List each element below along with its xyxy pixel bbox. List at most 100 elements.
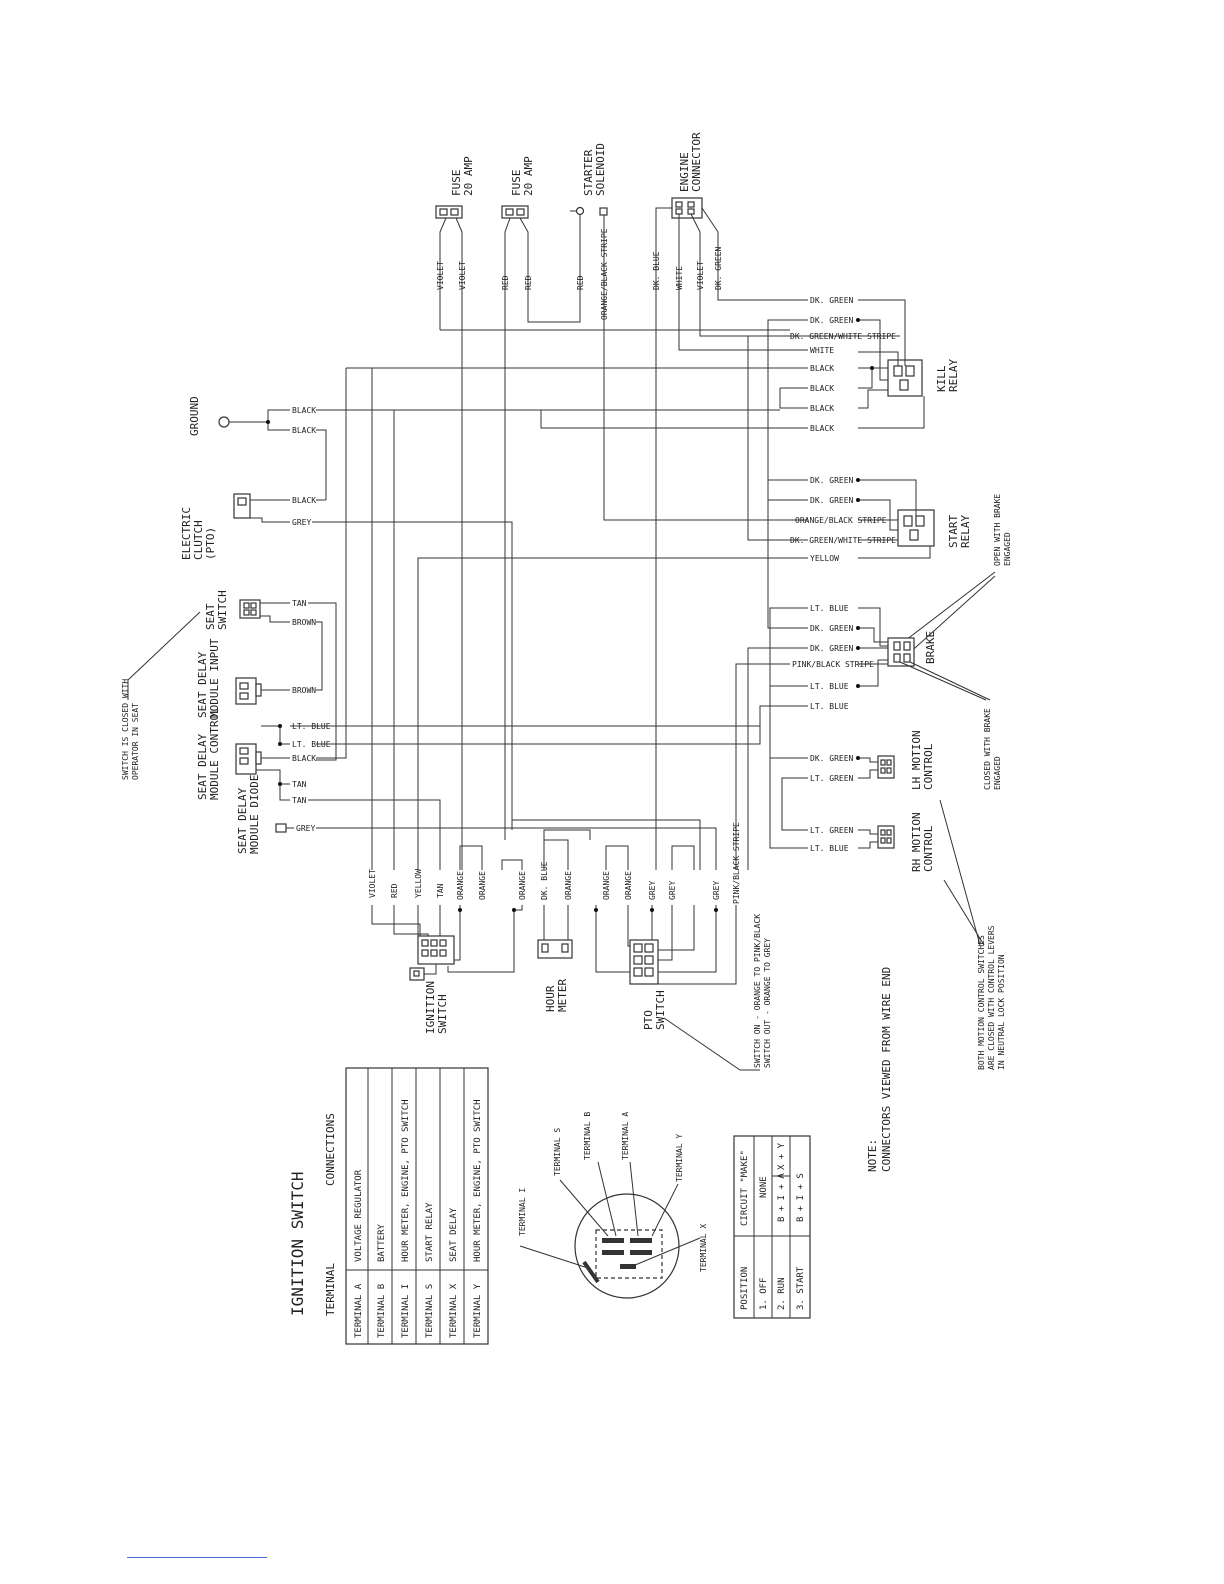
pto-switch-label-2: SWITCH — [654, 990, 667, 1030]
svg-text:FUSE: FUSE — [510, 170, 523, 197]
terminal-label-x: TERMINAL X — [699, 1224, 708, 1272]
svg-text:STARTER: STARTER — [582, 149, 595, 196]
start-relay-group: START RELAY DK. GREEN DK. GREEN ORANGE/B… — [417, 319, 1012, 870]
svg-text:WHITE: WHITE — [675, 266, 684, 290]
wire-kill-7: BLACK — [810, 424, 834, 433]
svg-text:X + Y: X + Y — [777, 1142, 787, 1170]
svg-text:RELAY: RELAY — [947, 359, 960, 392]
seat-switch-group: SEAT SWITCH TAN BROWN SWITCH IS CLOSED W… — [121, 590, 337, 780]
svg-text:LT. GREEN: LT. GREEN — [810, 774, 854, 783]
seat-delay-diode-label-1: SEAT DELAY — [236, 787, 249, 854]
svg-text:SEAT DELAY: SEAT DELAY — [449, 1207, 459, 1262]
svg-text:ENGINE: ENGINE — [678, 152, 691, 192]
seat-switch-note-2: OPERATOR IN SEAT — [131, 703, 140, 780]
seat-delay-control-group: SEAT DELAY MODULE CONTROL LT. BLUE LT. B… — [196, 368, 761, 870]
fuse-2: FUSE 20 AMP — [501, 156, 535, 219]
hour-meter-label-1: HOUR — [544, 985, 557, 1012]
seat-delay-diode-group: SEAT DELAY MODULE DIODE GREY — [236, 775, 717, 870]
svg-text:RED: RED — [501, 275, 510, 290]
brake-group: BRAKE LT. BLUE DK. GREEN DK. GREEN PINK/… — [290, 500, 1002, 870]
wire-top-5: ORANGE/BLACK STRIPE — [600, 228, 609, 320]
clutch-label-3: (PTO) — [204, 527, 217, 560]
svg-text:20 AMP: 20 AMP — [522, 156, 535, 196]
wire-kill-1: DK. GREEN — [810, 316, 854, 325]
svg-text:ENGAGED: ENGAGED — [993, 756, 1002, 790]
svg-text:ORANGE: ORANGE — [624, 871, 633, 900]
engine-connector-label-2: CONNECTOR — [690, 132, 703, 192]
seat-delay-input-label-2: MODULE INPUT — [208, 638, 221, 718]
wire-seat-2: BROWN — [292, 686, 316, 695]
svg-text:DK. GREEN: DK. GREEN — [810, 624, 854, 633]
wire-top-9: DK. GREEN — [714, 246, 723, 290]
wire-control-3: TAN — [292, 780, 307, 789]
lh-motion-switch — [877, 755, 895, 779]
svg-text:3. START: 3. START — [796, 1266, 806, 1310]
svg-text:KILL: KILL — [935, 365, 948, 392]
terminal-label-i: TERMINAL I — [518, 1188, 527, 1236]
svg-text:RH MOTION: RH MOTION — [910, 812, 923, 872]
wire-start-4: YELLOW — [810, 554, 839, 563]
svg-text:CONNECTORS VIEWED FROM WIRE EN: CONNECTORS VIEWED FROM WIRE END — [880, 967, 893, 1172]
wire-diode-0: GREY — [296, 824, 315, 833]
svg-text:DK. GREEN: DK. GREEN — [810, 296, 854, 305]
rh-motion-label-1: RH MOTION — [910, 812, 923, 872]
svg-text:HOUR: HOUR — [544, 985, 557, 1012]
svg-text:RED: RED — [524, 275, 533, 290]
svg-text:RED: RED — [576, 275, 585, 290]
lh-motion-label-1: LH MOTION — [910, 730, 923, 790]
wire-brake-1: DK. GREEN — [810, 624, 854, 633]
svg-text:RED: RED — [390, 883, 399, 898]
svg-text:DK. BLUE: DK. BLUE — [540, 861, 549, 900]
ig-row-5-conn: HOUR METER, ENGINE, PTO SWITCH — [473, 1099, 483, 1262]
seat-delay-diode — [275, 823, 287, 833]
ignition-table-header-1: CONNECTIONS — [324, 1113, 337, 1186]
wire-top-8: VIOLET — [696, 261, 705, 290]
svg-text:SEAT DELAY: SEAT DELAY — [196, 651, 209, 718]
svg-text:BLACK: BLACK — [292, 406, 316, 415]
pos-row-1-0: 2. RUN — [777, 1277, 787, 1310]
svg-text:TERMINAL B: TERMINAL B — [583, 1112, 592, 1160]
starter-label-2: SOLENOID — [594, 143, 607, 196]
svg-text:SWITCH IS CLOSED WITH: SWITCH IS CLOSED WITH — [121, 679, 130, 780]
svg-text:DK. GREEN: DK. GREEN — [810, 316, 854, 325]
svg-text:IGNITION: IGNITION — [424, 981, 437, 1034]
wire-control-2: BLACK — [292, 754, 316, 763]
svg-text:LT. BLUE: LT. BLUE — [292, 740, 331, 749]
svg-text:DK. GREEN: DK. GREEN — [810, 476, 854, 485]
fuse-2-label-1: FUSE — [510, 170, 523, 197]
top-wires: VIOLET VIOLET RED RED RED ORANGE/BLACK S… — [436, 207, 900, 870]
brake-closed-note-1: CLOSED WITH BRAKE — [983, 708, 992, 790]
svg-text:MODULE CONTROL: MODULE CONTROL — [208, 707, 221, 800]
wire-bottom-2: YELLOW — [414, 869, 423, 898]
wire-top-7: WHITE — [675, 266, 684, 290]
svg-text:ORANGE: ORANGE — [602, 871, 611, 900]
ignition-terminal-diagram: TERMINAL I TERMINAL S TERMINAL B TERMINA… — [518, 1112, 708, 1299]
svg-text:DK. BLUE: DK. BLUE — [652, 251, 661, 290]
svg-text:TERMINAL S: TERMINAL S — [553, 1128, 562, 1176]
wire-brake-4: LT. BLUE — [810, 682, 849, 691]
svg-text:BOTH MOTION CONTROL SWITCHES: BOTH MOTION CONTROL SWITCHES — [977, 935, 986, 1070]
wire-bottom-7: DK. BLUE — [540, 861, 549, 900]
svg-text:LT. BLUE: LT. BLUE — [810, 604, 849, 613]
start-relay-label-1: START — [947, 515, 960, 548]
svg-text:CONNECTIONS: CONNECTIONS — [324, 1113, 337, 1186]
wire-motion-0: DK. GREEN — [810, 754, 854, 763]
wire-bottom-3: TAN — [436, 883, 445, 898]
brake-closed-note-2: ENGAGED — [993, 756, 1002, 790]
svg-text:SEAT DELAY: SEAT DELAY — [196, 733, 209, 800]
svg-text:(PTO): (PTO) — [204, 527, 217, 560]
engine-connector: ENGINE CONNECTOR — [671, 132, 703, 219]
pos-header-1: CIRCUIT "MAKE" — [740, 1150, 750, 1226]
wire-top-4: RED — [576, 275, 585, 290]
wire-clutch-1: GREY — [292, 518, 311, 527]
wire-kill-3: WHITE — [810, 346, 834, 355]
svg-text:BATTERY: BATTERY — [377, 1223, 387, 1262]
svg-text:B + I + S: B + I + S — [796, 1173, 806, 1222]
wire-control-1: LT. BLUE — [292, 740, 331, 749]
svg-text:TERMINAL Y: TERMINAL Y — [473, 1283, 483, 1338]
svg-text:DK. GREEN: DK. GREEN — [810, 644, 854, 653]
svg-text:SWITCH: SWITCH — [216, 590, 229, 630]
seat-switch-label-1: SEAT — [204, 603, 217, 630]
svg-text:PINK/BLACK STRIPE: PINK/BLACK STRIPE — [732, 822, 741, 904]
brake-label: BRAKE — [924, 631, 937, 664]
